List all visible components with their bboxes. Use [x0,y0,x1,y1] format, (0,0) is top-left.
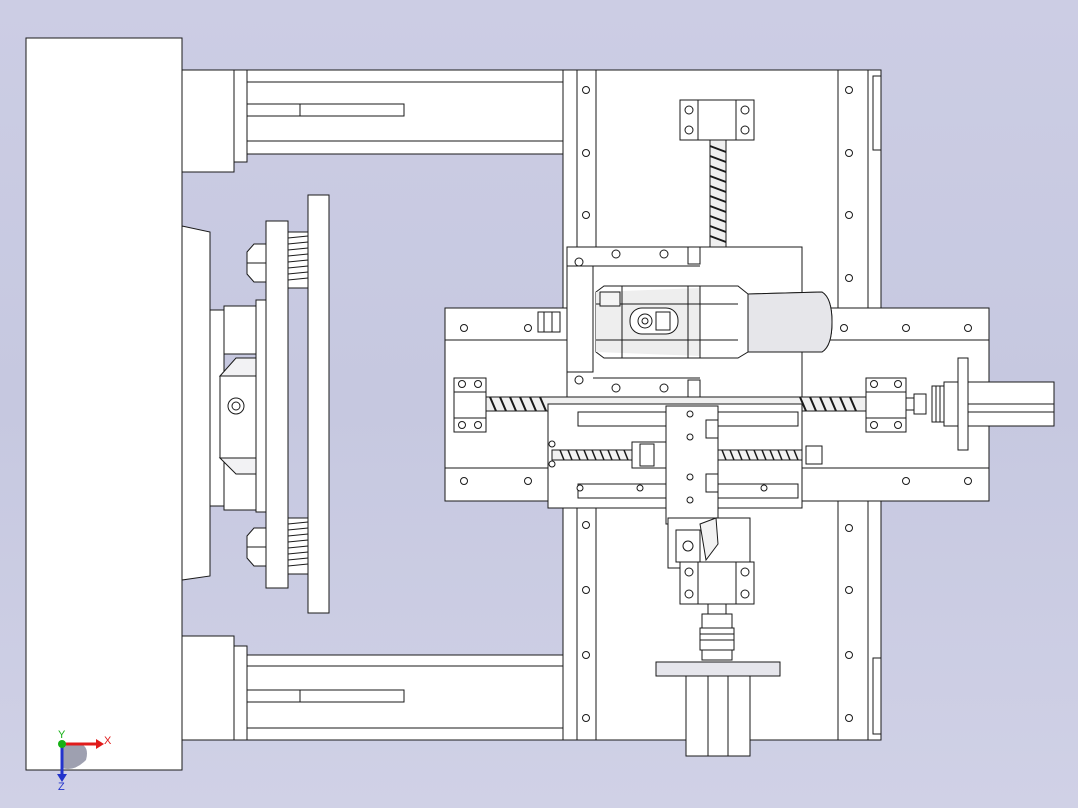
lower-guide-rail[interactable] [181,635,564,741]
cross-slide-saddle[interactable] [665,405,719,525]
tool-holder-bracket[interactable] [667,517,751,569]
bottom-shaft-coupling[interactable] [699,603,735,661]
triad-z-label: Z [58,781,65,793]
left-bearing-block[interactable] [453,377,487,433]
pivot-bolt[interactable] [227,397,245,415]
bottom-motor[interactable] [655,661,781,757]
base-plate[interactable] [25,37,183,771]
clamp-bracket[interactable] [181,225,258,581]
frame-bolt-holes [582,86,853,722]
triad-y-origin [58,740,66,748]
upper-spring[interactable] [287,231,309,289]
triad-x-arrow [96,739,104,749]
bottom-bearing-block[interactable] [679,561,755,605]
top-bearing-block[interactable] [679,99,755,141]
vertical-lead-screw[interactable] [709,139,727,251]
spindle-clamp-nut[interactable] [537,311,561,333]
triad-y-label: Y [58,729,66,741]
upper-guide-rail[interactable] [181,69,564,173]
right-bearing-block[interactable] [865,377,907,433]
right-shaft-coupling[interactable] [905,381,959,427]
slide-bolt-holes [460,324,972,485]
spindle-motor[interactable] [595,285,833,359]
lower-spring[interactable] [287,517,309,575]
spring-nuts[interactable] [246,243,267,567]
triad-x-label: X [104,735,112,747]
triad-z-arrow [57,774,67,782]
right-motor[interactable] [957,357,1055,451]
mounting-plates[interactable] [255,194,330,614]
axis-triad: X Y Z [57,729,112,793]
triad-shadow [62,742,87,769]
